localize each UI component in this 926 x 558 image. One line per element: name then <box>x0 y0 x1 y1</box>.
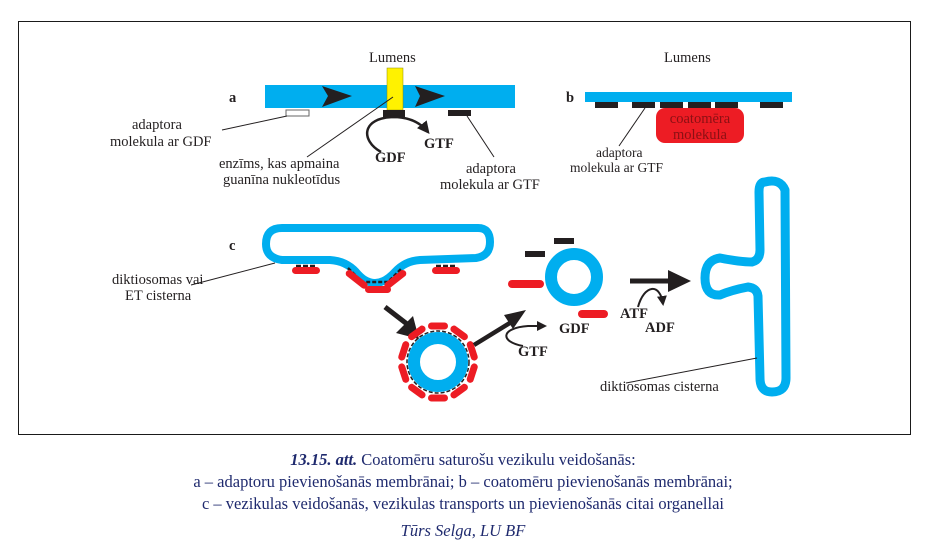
arrow-head-icon <box>504 310 526 329</box>
figure-number: 13.15. <box>290 450 332 469</box>
leader-line <box>190 262 276 286</box>
adaptor-gdf-label: adaptora <box>132 117 182 133</box>
adaptor-gtf-label: adaptora <box>466 161 516 177</box>
arrow-icon <box>321 86 352 107</box>
target-cisterna <box>700 176 791 397</box>
exchange-arrow-icon <box>365 115 430 154</box>
coatomer-segment <box>408 325 426 341</box>
adaptor-gtf <box>448 110 471 116</box>
adaptor-gtf-label-b: molekula ar GTF <box>570 160 663 175</box>
leader-line <box>221 115 288 131</box>
caption-author: Tūrs Selga, LU BF <box>400 521 526 540</box>
adaptor-gtf <box>383 110 405 117</box>
source-cisterna <box>262 224 494 287</box>
panel-b: b Lumens coatomēra molekula adaptora mol… <box>566 50 792 175</box>
leader-line <box>306 96 394 158</box>
lumen-label-b: Lumens <box>664 50 711 66</box>
adaptor-gtf <box>715 102 738 108</box>
released-coatomer <box>578 310 608 318</box>
arrow-icon <box>472 319 515 347</box>
adaptor-gtf <box>660 102 683 108</box>
coated-vesicle <box>398 322 478 402</box>
exchange-arrow-icon <box>637 288 667 308</box>
adaptor-gtf <box>760 102 783 108</box>
coatomer-segment <box>428 394 448 402</box>
coat-bud <box>345 267 407 293</box>
coatomer-segment <box>466 363 478 383</box>
gtf-label-a: GTF <box>424 136 454 152</box>
coatomer-segment <box>450 383 468 399</box>
arrow-head-icon <box>668 270 691 292</box>
panel-a: a Lumens GDF GTF adaptora molekula ar GD… <box>110 50 540 193</box>
gdf-label-a: GDF <box>375 150 406 166</box>
adaptor-gdf <box>285 109 310 117</box>
enzyme-label: enzīms, kas apmaina <box>219 156 340 172</box>
gef-enzyme <box>386 67 404 111</box>
coatomer-segment <box>408 383 426 399</box>
source-cisterna-label: diktiosomas vai <box>112 272 203 288</box>
leader-line <box>466 115 495 158</box>
panel-b-label: b <box>566 90 574 106</box>
coatomer-segment <box>428 322 448 330</box>
panel-a-label: a <box>229 90 237 106</box>
coatomer-molecule <box>656 108 744 143</box>
source-cisterna-label: ET cisterna <box>125 288 192 304</box>
arrow-icon <box>414 86 445 107</box>
leader-line <box>625 357 758 384</box>
figure-frame <box>18 21 911 435</box>
released-coatomer <box>508 280 544 288</box>
adaptor-gtf-label: molekula ar GTF <box>440 177 540 193</box>
coatomer-segment <box>466 341 478 361</box>
adaptor-gdf-label: molekula ar GDF <box>110 134 211 150</box>
arrow-icon <box>383 305 409 326</box>
caption-title-text: Coatomēru saturošu vezikulu veidošanās: <box>361 450 636 469</box>
adf-label: ADF <box>645 320 675 336</box>
lumen-label-a: Lumens <box>369 50 416 66</box>
coat-right <box>432 264 460 274</box>
caption-line-2: a – adaptoru pievienošanās membrānai; b … <box>193 472 733 491</box>
coatomer-segment <box>450 325 468 341</box>
panel-c-label: c <box>229 238 236 254</box>
caption-title: 13.15. att. Coatomēru saturošu vezikulu … <box>0 450 926 470</box>
caption-line-3: c – vezikulas veidošanās, vezikulas tran… <box>201 494 725 513</box>
released-adaptor <box>525 251 545 257</box>
released-adaptor <box>554 238 574 244</box>
diagram: a Lumens GDF GTF adaptora molekula ar GD… <box>110 50 792 402</box>
exchange-arrow-icon <box>505 321 547 347</box>
target-cisterna-label: diktiosomas cisterna <box>600 379 719 395</box>
leader-line <box>618 107 646 147</box>
coat-left <box>292 264 320 274</box>
coatomer-segment <box>398 341 410 361</box>
coatomer-segment <box>398 363 410 383</box>
atf-label: ATF <box>620 306 648 322</box>
figure-abbr: att. <box>335 450 358 469</box>
adaptor-gtf <box>688 102 711 108</box>
coatomer-label: molekula <box>673 127 728 143</box>
membrane-b <box>585 92 792 102</box>
adaptor-gtf <box>632 102 655 108</box>
gdf-label-c: GDF <box>559 321 590 337</box>
enzyme-label: guanīna nukleotīdus <box>223 172 341 188</box>
uncoated-vesicle <box>545 248 603 306</box>
adaptor-gtf-label-b: adaptora <box>596 145 642 160</box>
panel-c: c diktiosomas vai ET cisterna <box>112 176 791 402</box>
adaptor-gtf <box>595 102 618 108</box>
coatomer-label: coatomēra <box>670 111 731 127</box>
gtf-label-c: GTF <box>518 344 548 360</box>
